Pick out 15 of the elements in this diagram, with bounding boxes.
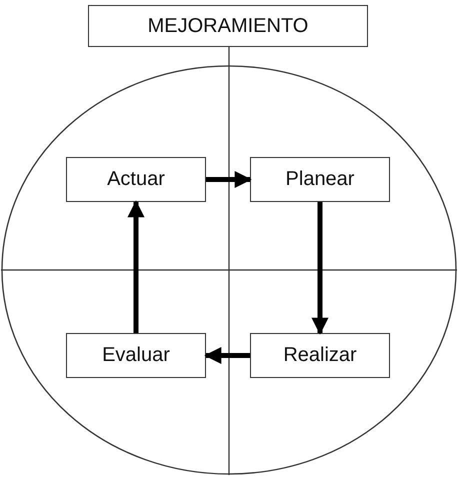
step-label: Planear <box>286 168 354 191</box>
arrow <box>128 200 144 333</box>
cycle-circle <box>1 65 457 475</box>
step-box <box>250 333 390 378</box>
arrow <box>204 347 250 364</box>
step-box <box>88 5 368 47</box>
step-label: Actuar <box>107 168 165 191</box>
step-box <box>66 157 206 202</box>
step-label: Evaluar <box>102 344 170 367</box>
step-box <box>250 157 390 202</box>
step-label: Realizar <box>283 344 357 367</box>
arrow <box>206 171 252 188</box>
step-box <box>66 333 206 378</box>
arrow <box>312 202 328 335</box>
step-label: MEJORAMIENTO <box>148 14 308 38</box>
